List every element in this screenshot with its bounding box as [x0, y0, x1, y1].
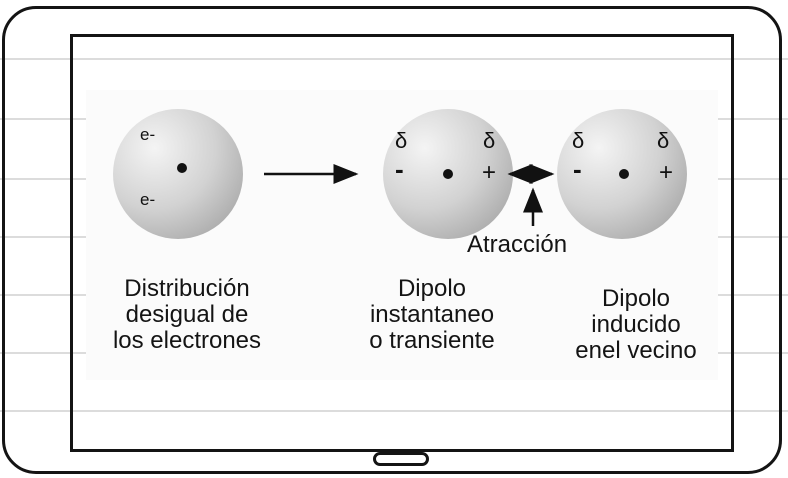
negative-sign: - [395, 154, 404, 184]
electron-label-top: e- [140, 125, 155, 144]
caption-line: Dipolo [601, 285, 671, 312]
caption-line: Distribución [124, 275, 250, 302]
diagram-canvas: e- e- δ δ - + δ δ - + [113, 109, 687, 239]
tablet-screen [70, 34, 734, 452]
positive-sign: + [482, 159, 496, 186]
home-button[interactable] [373, 452, 429, 466]
caption-instant-dipole: Dipolo instantaneo o transiente [352, 276, 512, 354]
negative-sign: - [573, 154, 582, 184]
caption-line: instantaneo [369, 301, 495, 328]
caption-neutral-atom: Distribución desigual de los electrones [92, 276, 282, 354]
nucleus-dot [177, 163, 187, 173]
caption-induced-dipole: Dipolo inducido enel vecino [556, 286, 716, 364]
tablet-frame [2, 6, 782, 474]
nucleus-dot [619, 169, 629, 179]
ruled-line [0, 410, 788, 412]
caption-line: desigual de [125, 301, 249, 328]
caption-line: inducido [591, 311, 681, 338]
attraction-label: Atracción [467, 231, 568, 258]
delta-label-left: δ [572, 128, 584, 153]
caption-line: o transiente [369, 327, 495, 354]
delta-label-right: δ [657, 128, 669, 153]
dipole-diagram: e- e- δ δ - + δ δ - + [86, 90, 718, 380]
caption-line: enel vecino [575, 337, 697, 364]
caption-line: Dipolo [397, 275, 467, 302]
delta-label-left: δ [395, 128, 407, 153]
electron-label-bottom: e- [140, 190, 155, 209]
positive-sign: + [659, 159, 673, 186]
neutral-atom-sphere [113, 109, 243, 239]
nucleus-dot [443, 169, 453, 179]
ruled-line [0, 58, 788, 60]
caption-line: los electrones [112, 327, 262, 354]
delta-label-right: δ [483, 128, 495, 153]
